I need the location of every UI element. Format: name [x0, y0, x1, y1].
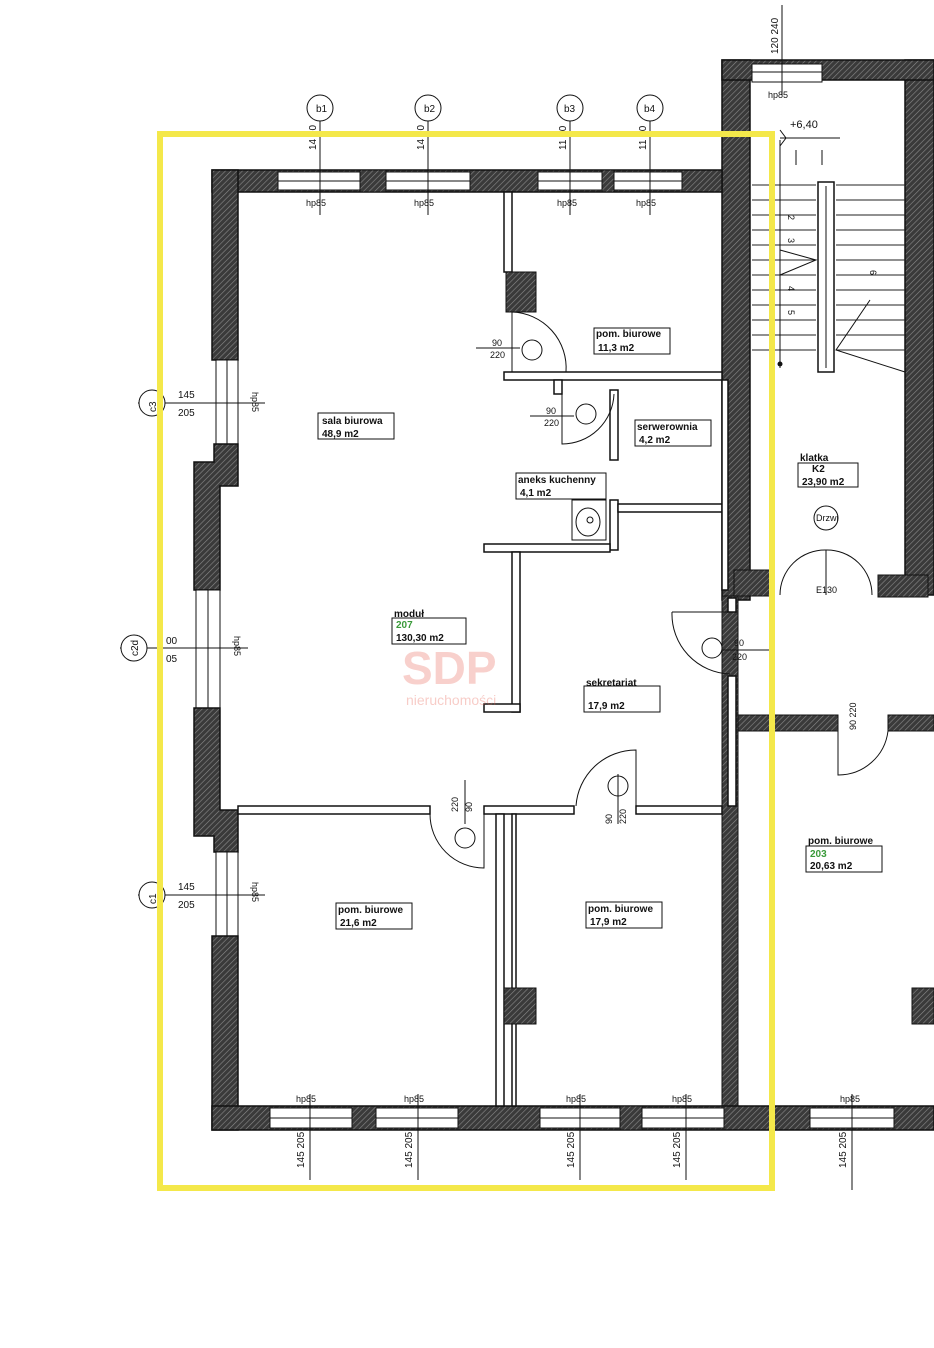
module-number: 207 [396, 620, 413, 631]
window-dims: 145 205 [566, 1131, 577, 1168]
door-label: E130 [816, 585, 837, 595]
staircase-area: +6,40 2 3 4 5 6 klatka K2 23,90 m2 Drzwi… [721, 5, 934, 601]
window-tag: hp85 [296, 1094, 316, 1104]
room-name-sekretariat: sekretariat [586, 678, 637, 689]
internal-walls [237, 191, 737, 1107]
window-dims: 205 [178, 408, 195, 419]
door-dims: 220 [732, 652, 747, 662]
room-name-aneks: aneks kuchenny [518, 475, 596, 486]
door-dims: 220 [544, 418, 559, 428]
room-area-203: 20,63 m2 [810, 861, 853, 872]
window-dims: 145 205 [404, 1131, 415, 1168]
room-labels: sala biurowa 48,9 m2 pom. biurowe 11,3 m… [317, 327, 712, 930]
stair-number: 3 [786, 238, 796, 243]
room-area-klatka: 23,90 m2 [802, 477, 845, 488]
watermark-logo: SDP [402, 642, 497, 694]
room-area-aneks: 4,1 m2 [520, 488, 552, 499]
window-tag: hp85 [636, 198, 656, 208]
column [601, 169, 615, 193]
room-name-klatka: klatka [800, 453, 829, 464]
room-area-biuro-bl: 21,6 m2 [340, 918, 377, 929]
adjacent-office-203: 90 220 pom. biurowe 203 20,63 m2 [721, 595, 934, 1131]
window-tag: hp85 [306, 198, 326, 208]
window-tag: hp85 [557, 198, 577, 208]
door-dims: 220 [490, 350, 505, 360]
window-dims: 145 205 [296, 1131, 307, 1168]
axis-label: b2 [424, 104, 436, 115]
axis-label: c2d [130, 640, 141, 656]
column [619, 1105, 643, 1131]
axis-label: b3 [564, 104, 576, 115]
door-dims: 90 [464, 802, 474, 812]
doors [429, 311, 731, 869]
door-dims: 220 [450, 797, 460, 812]
window-dims: 145 [178, 882, 195, 893]
room-name-biuro-top: pom. biurowe [596, 329, 661, 340]
window-dims: 11 20 [638, 125, 649, 150]
window-dims: 145 205 [672, 1131, 683, 1168]
room-name-biuro-bl: pom. biurowe [338, 905, 403, 916]
kitchen-sink-icon [571, 499, 607, 541]
window-dims: 205 [178, 900, 195, 911]
stair-number: 4 [786, 286, 796, 291]
stair-window-tag: hp85 [768, 90, 788, 100]
room-area-biuro-top: 11,3 m2 [598, 343, 635, 354]
axis-markers [120, 94, 853, 1190]
window-dims: 11 20 [558, 125, 569, 150]
room-name-serwerownia: serwerownia [637, 422, 698, 433]
window-dims: 145 [178, 390, 195, 401]
stair-number: 2 [786, 215, 796, 220]
window-tag: hp85 [232, 636, 242, 656]
window-tag: hp85 [840, 1094, 860, 1104]
room-code-klatka: K2 [812, 464, 825, 475]
watermark-subtitle: nieruchomości [406, 692, 496, 708]
column [503, 987, 537, 1025]
window-dims: 14 20 [416, 125, 427, 150]
axis-label: b4 [644, 104, 656, 115]
stair-window-dims: 120 240 [770, 17, 781, 54]
window-dims: 14 20 [308, 125, 319, 150]
door-dims: 90 220 [848, 702, 858, 730]
room-name-203: pom. biurowe [808, 836, 873, 847]
window-tag: hp85 [250, 392, 260, 412]
window-dims: 00 [166, 636, 178, 647]
door-dims: 90 [604, 814, 614, 824]
level-mark: +6,40 [790, 119, 818, 131]
stair-number: 6 [868, 270, 878, 275]
door-dims: 90 [734, 638, 744, 648]
window-tag: hp85 [404, 1094, 424, 1104]
axis-label: c3 [148, 401, 159, 412]
window-tag: hp85 [672, 1094, 692, 1104]
door-dims: 90 [492, 338, 502, 348]
room-area-sala: 48,9 m2 [322, 429, 359, 440]
door-dims: 220 [618, 809, 628, 824]
window-tag: hp85 [414, 198, 434, 208]
module-name: moduł [394, 609, 424, 620]
room-area-sekretariat: 17,9 m2 [588, 701, 625, 712]
column [505, 271, 537, 313]
window-tag: hp85 [250, 882, 260, 902]
axis-label: c1 [148, 893, 159, 904]
room-number-203: 203 [810, 849, 827, 860]
stair-number: 5 [786, 310, 796, 315]
window-dims: 05 [166, 654, 178, 665]
window-tag: hp85 [566, 1094, 586, 1104]
room-area-biuro-bm: 17,9 m2 [590, 917, 627, 928]
room-name-sala: sala biurowa [322, 416, 383, 427]
column [359, 169, 387, 193]
door-label: Drzwi [816, 513, 839, 523]
room-name-biuro-bm: pom. biurowe [588, 904, 653, 915]
axis-label: b1 [316, 104, 328, 115]
door-dims: 90 [546, 406, 556, 416]
window-dims: 145 205 [838, 1131, 849, 1168]
module-area: 130,30 m2 [396, 633, 444, 644]
highlight-frame [157, 131, 775, 1191]
room-area-serwerownia: 4,2 m2 [639, 435, 671, 446]
